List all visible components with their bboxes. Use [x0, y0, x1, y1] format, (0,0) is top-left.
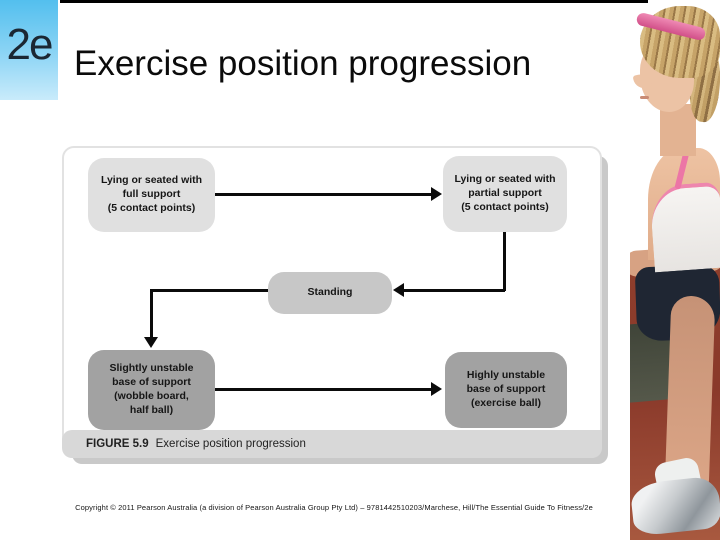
node-highly-unstable: Highly unstable base of support (exercis… — [445, 352, 567, 428]
figure-caption-label: FIGURE 5.9 — [86, 438, 149, 450]
arrow-left-into-standing-icon — [393, 283, 505, 297]
figure-caption: FIGURE 5.9 Exercise position progression — [62, 430, 602, 458]
arrow-right-slightly-to-highly-icon — [215, 382, 442, 396]
node-partial-support: Lying or seated with partial support (5 … — [443, 156, 567, 232]
figure-5-9: Lying or seated with full support (5 con… — [62, 146, 602, 458]
node-highly-unstable-label: Highly unstable base of support (exercis… — [466, 369, 546, 409]
arrow-right-full-to-partial-icon — [215, 187, 442, 201]
node-partial-support-label: Lying or seated with partial support (5 … — [454, 173, 556, 213]
node-standing: Standing — [268, 272, 392, 314]
node-full-support-label: Lying or seated with full support (5 con… — [100, 174, 203, 214]
arrow-segment-standing-left-icon — [150, 289, 268, 292]
edition-logo-text: 2e — [6, 20, 54, 69]
node-standing-label: Standing — [307, 286, 353, 299]
flowchart: Lying or seated with full support (5 con… — [64, 148, 600, 430]
node-slightly-unstable-label: Slightly unstable base of support (wobbl… — [109, 362, 194, 416]
copyright-line: Copyright © 2011 Pearson Australia (a di… — [75, 503, 593, 512]
neck-shape — [660, 104, 696, 156]
arrow-down-to-slightly-unstable-icon — [144, 289, 158, 348]
top-rule — [60, 0, 648, 3]
lip-shape — [640, 96, 649, 99]
arrow-segment-partial-down-icon — [503, 232, 506, 291]
node-full-support: Lying or seated with full support (5 con… — [88, 158, 215, 232]
photo-woman-exercising — [630, 0, 720, 540]
slide-title: Exercise position progression — [74, 44, 532, 83]
node-slightly-unstable: Slightly unstable base of support (wobbl… — [88, 350, 215, 430]
figure-caption-text: Exercise position progression — [155, 438, 306, 450]
edition-logo: 2e — [0, 0, 58, 100]
